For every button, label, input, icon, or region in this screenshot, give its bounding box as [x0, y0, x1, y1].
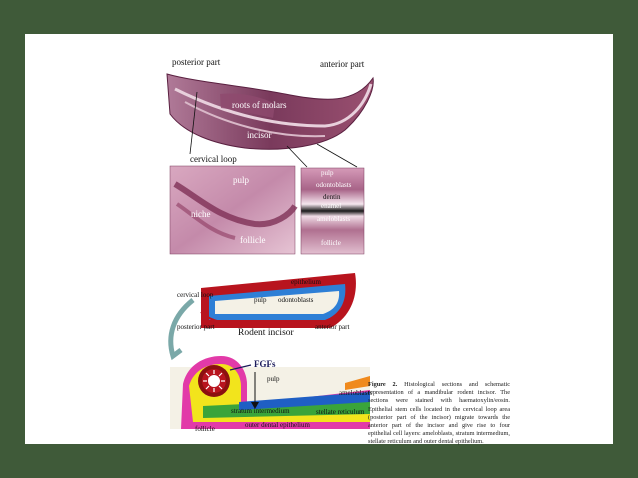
figure-graphics — [166, 73, 374, 429]
label-pulp-schematic: pulp — [254, 296, 267, 304]
cervical-loop-schematic — [170, 356, 370, 429]
label-stellate-reticulum: stellate reticulum — [316, 408, 365, 416]
label-cervical-loop-schematic: cervical loop — [177, 291, 214, 299]
figure-caption: Figure 2. Histological sections and sche… — [368, 381, 510, 447]
caption-text: Histological sections and schematic repr… — [368, 381, 510, 446]
label-dentin: dentin — [323, 193, 341, 201]
leader-line — [316, 143, 358, 168]
label-posterior-part: posterior part — [172, 57, 221, 67]
label-follicle: follicle — [240, 235, 266, 245]
label-pulp-lower: pulp — [267, 375, 280, 383]
label-stratum-intermedium: stratum intermedium — [231, 407, 290, 415]
label-follicle-schematic: follicle — [195, 425, 215, 433]
leader-line — [286, 145, 308, 168]
leader-line — [189, 91, 198, 155]
label-fgfs: FGFs — [254, 359, 276, 369]
label-posterior-part-schematic: posterior part — [177, 323, 215, 331]
label-ameloblasts-schematic: ameloblasts — [339, 389, 373, 397]
label-roots-of-molars: roots of molars — [232, 100, 287, 110]
rodent-incisor-schematic — [200, 273, 356, 328]
label-odontoblasts-schematic: odontoblasts — [278, 296, 314, 304]
slide: posterior part anterior part roots of mo… — [25, 34, 613, 447]
label-ameloblasts: ameloblasts — [317, 215, 351, 223]
label-anterior-part-schematic: anterior part — [315, 323, 350, 331]
label-pulp: pulp — [233, 175, 250, 185]
label-odontoblasts: odontoblasts — [316, 181, 352, 189]
label-rodent-incisor: Rodent incisor — [238, 328, 294, 338]
label-niche: niche — [191, 209, 211, 219]
label-anterior-part: anterior part — [320, 59, 365, 69]
anterior-inset — [300, 167, 365, 255]
jaw-section-image — [166, 73, 374, 150]
label-enamel: enamel — [321, 202, 342, 210]
label-cervical-loop: cervical loop — [190, 154, 237, 164]
label-niche-schematic: niche — [208, 377, 219, 382]
label-epithelium: epithelium — [291, 278, 321, 286]
label-incisor: incisor — [247, 130, 272, 140]
label-pulp-right: pulp — [321, 169, 334, 177]
connector-arrow — [168, 298, 195, 361]
label-outer-dental-epithelium: outer dental epithelium — [245, 421, 310, 429]
label-follicle-right: follicle — [321, 239, 341, 247]
figure-label: Figure 2. — [368, 381, 398, 388]
